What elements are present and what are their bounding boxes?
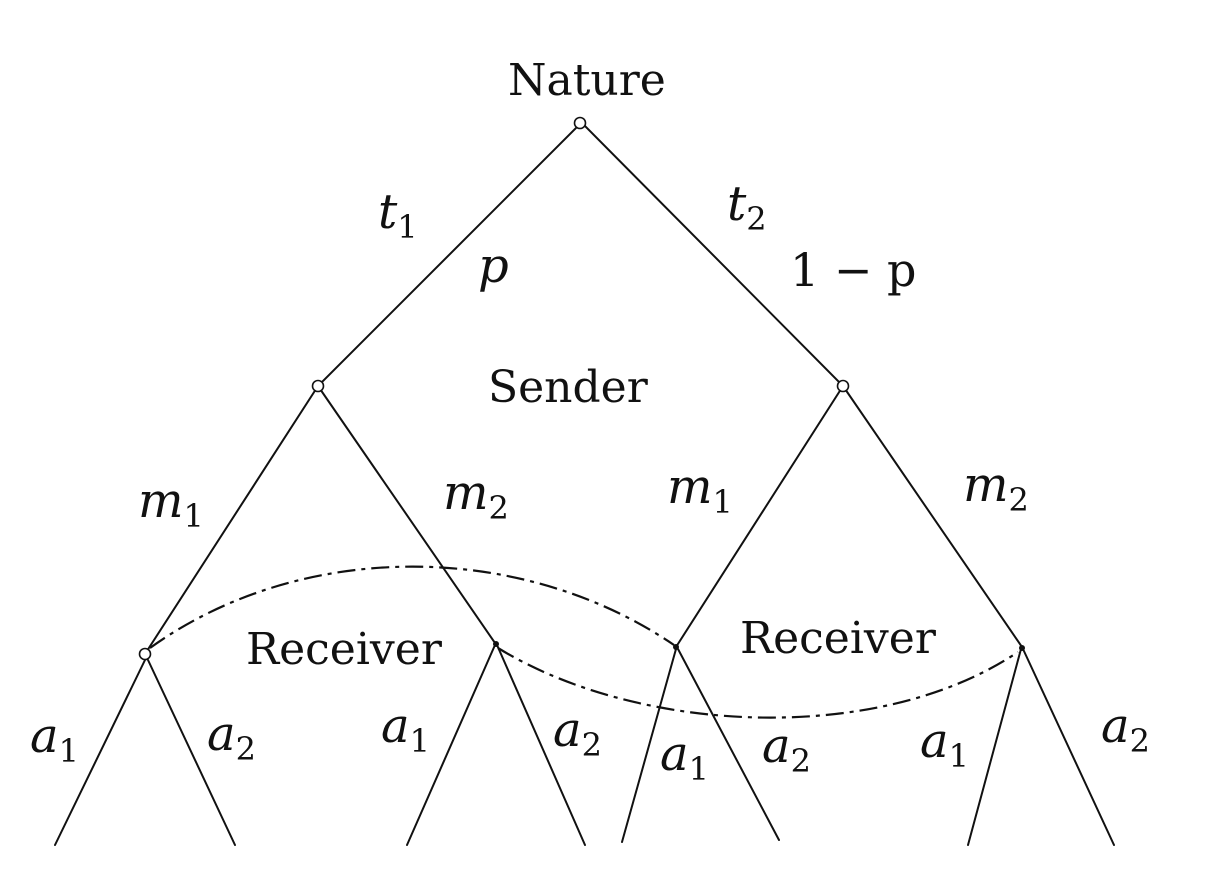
- sender-node-t2: [836, 379, 850, 393]
- receiver-node-3: [673, 644, 679, 650]
- edge-t1-m2: [317, 385, 496, 644]
- edge-r3-a2: [677, 648, 780, 841]
- edge-r2-a2: [496, 644, 586, 846]
- action-r3-a2-label: a2: [762, 718, 811, 780]
- information-set-m1: [149, 565, 675, 649]
- receiver-node-2: [493, 641, 499, 647]
- edge-r4-a1: [967, 648, 1022, 846]
- action-r1-a1-label: a1: [30, 708, 79, 770]
- message-right-m1-label: m1: [667, 459, 733, 521]
- probability-left-label: p: [478, 238, 509, 294]
- type-t1-label: t1: [378, 184, 418, 246]
- edge-nature-t2: [582, 123, 844, 387]
- action-r2-a1-label: a1: [381, 698, 430, 760]
- action-r4-a2-label: a2: [1101, 698, 1150, 760]
- edge-r4-a2: [1022, 648, 1115, 846]
- message-left-m2-label: m2: [443, 465, 509, 527]
- information-set-m2: [497, 647, 1019, 719]
- action-r1-a2-label: a2: [207, 706, 256, 768]
- edge-t2-m2: [842, 385, 1023, 648]
- edge-t1-m1: [144, 385, 319, 655]
- edge-r1-a2: [147, 659, 236, 846]
- edge-nature-t1: [317, 123, 581, 387]
- sender-label: Sender: [488, 362, 649, 413]
- nature-node: [573, 116, 587, 130]
- nature-label: Nature: [508, 55, 666, 106]
- edge-r3-a1: [621, 648, 677, 843]
- edge-r1-a1: [54, 659, 146, 846]
- action-r2-a2-label: a2: [553, 702, 602, 764]
- receiver-right-label: Receiver: [740, 613, 937, 664]
- receiver-node-4: [1019, 645, 1025, 651]
- receiver-node-1: [138, 647, 152, 661]
- probability-right-label: 1 − p: [790, 243, 917, 297]
- receiver-left-label: Receiver: [246, 624, 443, 675]
- message-right-m2-label: m2: [963, 457, 1029, 519]
- action-r4-a1-label: a1: [920, 713, 969, 775]
- edge-t2-m1: [675, 385, 844, 648]
- edge-r2-a1: [406, 644, 496, 846]
- type-t2-label: t2: [727, 176, 767, 238]
- sender-node-t1: [311, 379, 325, 393]
- message-left-m1-label: m1: [138, 473, 204, 535]
- action-r3-a1-label: a1: [660, 726, 709, 788]
